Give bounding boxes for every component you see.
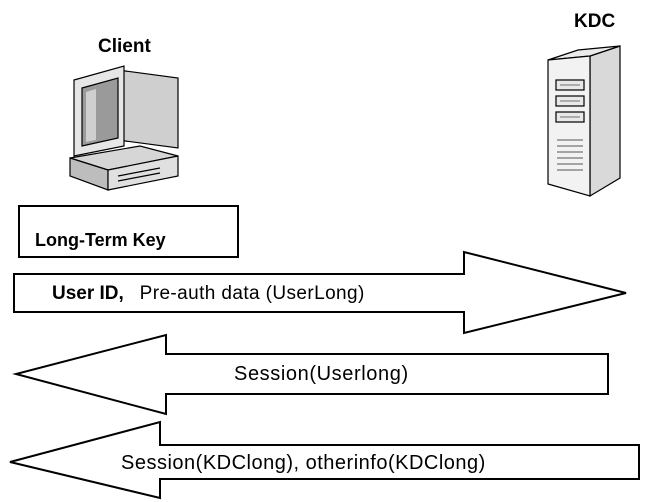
arrow-client-to-kdc — [13, 250, 627, 335]
client-label: Client — [98, 36, 151, 57]
arrow-kdc-to-client-1 — [12, 333, 609, 416]
arrow-1-label: User ID, Pre-auth data (UserLong) — [52, 283, 365, 305]
arrow-2-label: Session(Userlong) — [234, 363, 409, 385]
arrow-3-label: Session(KDClong), otherinfo(KDClong) — [121, 452, 486, 474]
arrow-1-label-bold: User ID, — [52, 283, 124, 304]
server-tower-icon — [547, 45, 621, 198]
long-term-key-label: Long-Term Key — [35, 230, 166, 250]
long-term-key-box — [18, 205, 239, 258]
arrow-kdc-to-client-2 — [9, 420, 640, 500]
desktop-computer-icon — [69, 65, 179, 191]
kdc-label: KDC — [574, 11, 616, 32]
arrow-1-label-text: Pre-auth data (UserLong) — [139, 283, 365, 304]
